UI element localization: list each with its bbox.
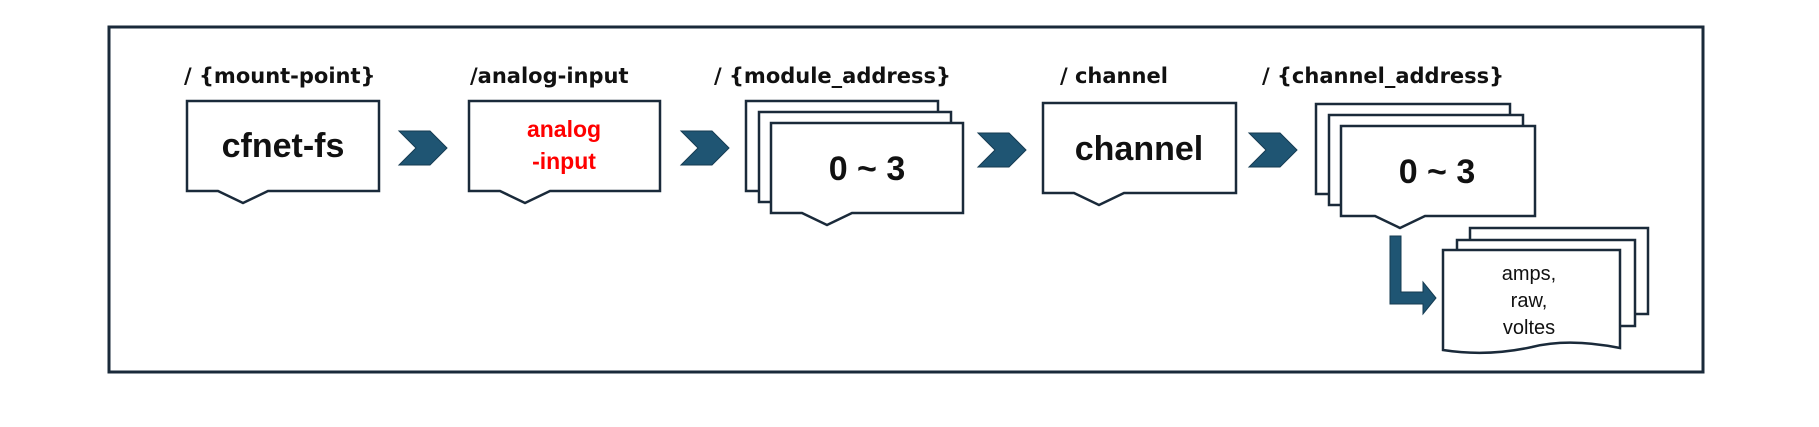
box-analog-input: analog -input — [467, 99, 662, 205]
chevron-arrow-icon — [1247, 132, 1298, 168]
chevron-arrow-icon — [397, 130, 448, 166]
chevron-arrow-icon — [976, 132, 1027, 168]
box-channel-text: channel — [1075, 130, 1203, 168]
box-analog-input-line2: -input — [532, 148, 596, 174]
diagram-frame — [107, 25, 1705, 374]
chevron-arrow-icon — [679, 130, 730, 166]
bent-arrow-icon — [1389, 235, 1437, 316]
file-name-voltes: voltes — [1503, 317, 1555, 339]
box-cfnet-fs: cfnet-fs — [185, 99, 381, 205]
file-name-raw: raw, — [1511, 290, 1548, 312]
label-analog-input: /analog-input — [470, 64, 629, 88]
label-module-address: / {module_address} — [714, 64, 951, 88]
label-mount-point: / {mount-point} — [184, 64, 376, 88]
box-cfnet-fs-text: cfnet-fs — [222, 127, 345, 165]
box-channel-address-stack: 0 ~ 3 — [1314, 102, 1537, 230]
box-channel-address-text: 0 ~ 3 — [1399, 153, 1476, 191]
box-analog-input-line1: analog — [527, 116, 601, 142]
file-name-amps: amps, — [1502, 263, 1556, 285]
file-stack: amps, raw, voltes — [1441, 226, 1650, 355]
label-channel: / channel — [1060, 64, 1168, 88]
box-module-address-stack: 0 ~ 3 — [744, 99, 965, 227]
label-channel-address: / {channel_address} — [1262, 64, 1504, 88]
box-channel: channel — [1041, 101, 1238, 207]
file-card-front — [1441, 248, 1622, 355]
stack-card-front — [769, 121, 965, 227]
box-module-address-text: 0 ~ 3 — [829, 150, 906, 188]
stack-card-front — [1339, 124, 1537, 230]
